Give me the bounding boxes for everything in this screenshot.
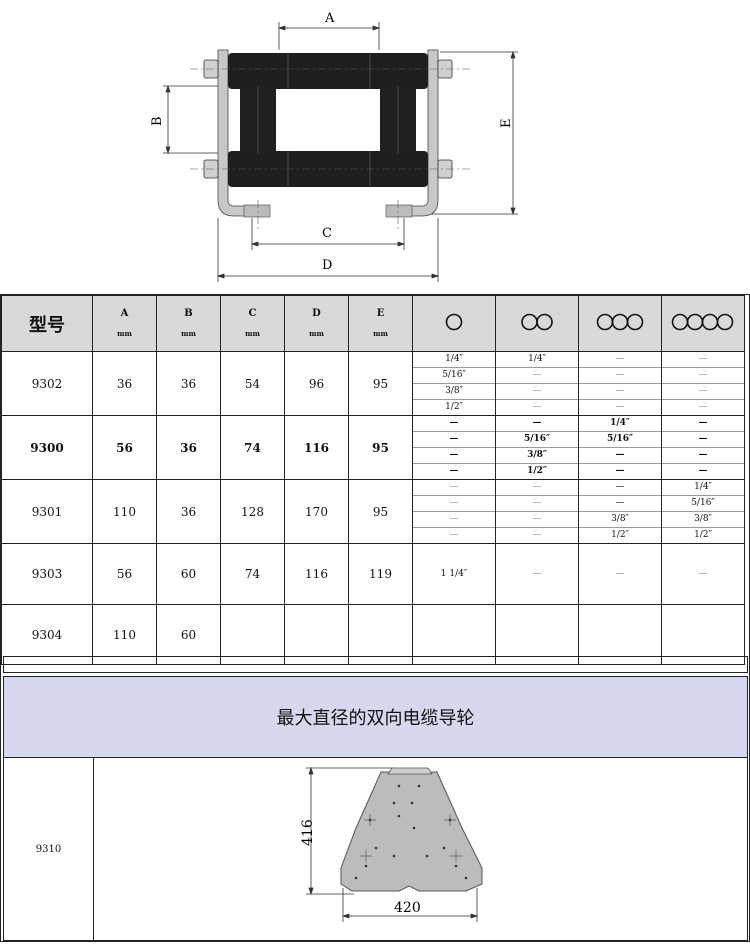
one-cable-icon bbox=[412, 295, 496, 352]
cell-c: 74 bbox=[220, 415, 285, 480]
cell-e: 119 bbox=[348, 543, 413, 605]
dim-label-c: C bbox=[322, 226, 332, 241]
dim-label-e: E bbox=[499, 119, 514, 129]
bottom-drawing-cell: 416 420 bbox=[93, 757, 748, 941]
cable-guide-drawing: 416 420 bbox=[300, 766, 483, 922]
cell-c: 128 bbox=[220, 479, 285, 544]
cell-a: 110 bbox=[92, 479, 157, 544]
dimension-b bbox=[163, 84, 240, 155]
cell-a: 110 bbox=[92, 604, 157, 665]
dimension-a bbox=[277, 22, 381, 50]
cable-3-cell bbox=[578, 604, 662, 665]
cable-3-cell: ——3/8″1/2″ bbox=[578, 479, 662, 544]
dimension-d bbox=[216, 218, 440, 282]
dim-label-d: D bbox=[322, 258, 332, 273]
height-label: 416 bbox=[300, 819, 316, 846]
cell-b: 60 bbox=[156, 604, 221, 665]
four-cable-icon bbox=[661, 295, 745, 352]
height-dimension bbox=[306, 766, 394, 896]
section-heading-text: 最大直径的双向电缆导轮 bbox=[276, 708, 475, 729]
cell-e bbox=[348, 604, 413, 665]
width-label: 420 bbox=[394, 900, 421, 916]
bottom-model-cell: 9310 bbox=[3, 757, 94, 941]
table-row: 9304 110 60 bbox=[1, 604, 745, 665]
table-row: 9300 56 36 74 116 95 ———— —5/16″3/8″1/2″… bbox=[1, 415, 745, 480]
cell-b: 36 bbox=[156, 479, 221, 544]
model-cell: 9301 bbox=[1, 479, 93, 544]
rollers bbox=[228, 53, 428, 187]
cell-c: 74 bbox=[220, 543, 285, 605]
model-cell: 9300 bbox=[1, 415, 93, 480]
table-row: 9303 56 60 74 116 119 1 1/4″ — — — bbox=[1, 543, 745, 605]
cell-b: 36 bbox=[156, 351, 221, 416]
dimension-e bbox=[430, 50, 518, 216]
cell-b: 60 bbox=[156, 543, 221, 605]
cell-c: 54 bbox=[220, 351, 285, 416]
cell-d: 116 bbox=[284, 543, 349, 605]
cell-a: 36 bbox=[92, 351, 157, 416]
cable-3-cell: — bbox=[578, 543, 662, 605]
cable-3-cell: 1/4″5/16″—— bbox=[578, 415, 662, 480]
cell-d: 96 bbox=[284, 351, 349, 416]
table-row: 9302 36 36 54 96 95 1/4″5/16″3/8″1/2″ 1/… bbox=[1, 351, 745, 416]
cable-2-cell: ———— bbox=[495, 479, 579, 544]
cable-1-cell: ———— bbox=[412, 479, 496, 544]
table-row: 9301 110 36 128 170 95 ———— ———— ——3/8″1… bbox=[1, 479, 745, 544]
cell-e: 95 bbox=[348, 351, 413, 416]
cell-e: 95 bbox=[348, 479, 413, 544]
cell-c bbox=[220, 604, 285, 665]
width-dimension bbox=[341, 888, 479, 922]
cell-e: 95 bbox=[348, 415, 413, 480]
section-heading: 最大直径的双向电缆导轮 bbox=[3, 676, 748, 758]
cable-2-cell: —5/16″3/8″1/2″ bbox=[495, 415, 579, 480]
cell-d: 116 bbox=[284, 415, 349, 480]
spacer-band bbox=[3, 656, 748, 673]
three-cable-icon bbox=[578, 295, 662, 352]
guide-frame bbox=[217, 49, 439, 218]
cable-4-cell: ———— bbox=[661, 415, 745, 480]
cable-4-cell bbox=[661, 604, 745, 665]
two-cable-icon bbox=[495, 295, 579, 352]
cable-2-cell: 1/4″——— bbox=[495, 351, 579, 416]
cable-3-cell: ———— bbox=[578, 351, 662, 416]
cable-2-cell bbox=[495, 604, 579, 665]
dim-label-b: B bbox=[150, 116, 165, 126]
cell-a: 56 bbox=[92, 543, 157, 605]
cell-a: 56 bbox=[92, 415, 157, 480]
roller-guide-drawing: A B E bbox=[150, 11, 518, 282]
cable-4-cell: 1/4″5/16″3/8″1/2″ bbox=[661, 479, 745, 544]
cable-1-cell: 1/4″5/16″3/8″1/2″ bbox=[412, 351, 496, 416]
cable-1-cell: ———— bbox=[412, 415, 496, 480]
cable-1-cell: 1 1/4″ bbox=[412, 543, 496, 605]
cable-1-cell bbox=[412, 604, 496, 665]
cable-2-cell: — bbox=[495, 543, 579, 605]
guide-plate bbox=[340, 767, 483, 892]
model-cell: 9303 bbox=[1, 543, 93, 605]
cable-4-cell: — bbox=[661, 543, 745, 605]
bottom-model-label: 9310 bbox=[35, 843, 62, 855]
cell-b: 36 bbox=[156, 415, 221, 480]
dim-label-a: A bbox=[324, 11, 335, 26]
centerlines bbox=[190, 68, 470, 230]
model-cell: 9304 bbox=[1, 604, 93, 665]
model-cell: 9302 bbox=[1, 351, 93, 416]
cell-d: 170 bbox=[284, 479, 349, 544]
cable-4-cell: ———— bbox=[661, 351, 745, 416]
model-header: 型号 bbox=[1, 295, 93, 352]
dimension-c bbox=[250, 218, 406, 250]
